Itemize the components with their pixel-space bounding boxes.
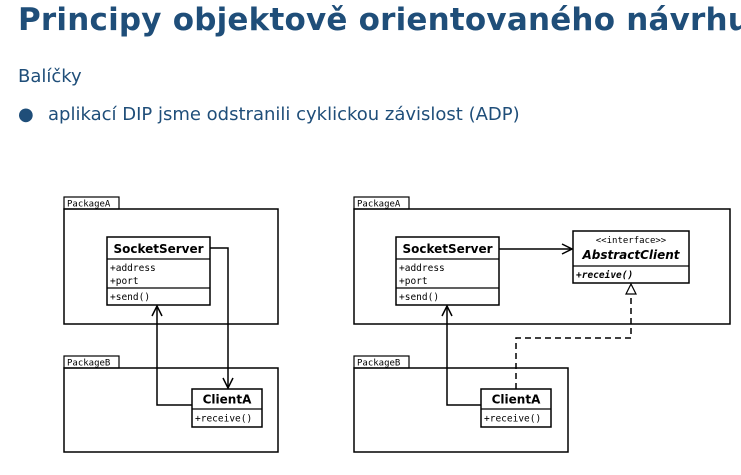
right-server-name: SocketServer [402,242,492,256]
right-package-b: PackageB [353,355,569,453]
page-title: Principy objektově orientovaného návrhu [18,2,741,38]
right-interface-stereotype: <<interface>> [596,236,667,246]
right-package-b-label: PackageB [357,359,400,369]
right-interface-name: AbstractClient [581,248,680,262]
left-client-to-server-arrow [157,306,192,406]
left-package-b-label: PackageB [67,359,110,369]
right-diagram: PackageA PackageB SocketServer +address … [353,196,731,453]
left-client-op-receive: +receive() [195,414,252,425]
right-server-attr-address: +address [399,263,445,274]
left-package-b: PackageB [63,355,279,453]
slide-subtitle: Balíčky [18,66,82,87]
left-diagram: PackageA PackageB SocketServer +address … [63,196,279,453]
right-abstract-client-interface: <<interface>> AbstractClient +receive() [572,230,690,284]
right-client-name: ClientA [492,393,541,407]
left-package-a-label: PackageA [67,200,111,210]
bullet-dot-icon: ● [18,104,34,125]
right-package-a: PackageA [353,196,731,325]
right-client-to-server-arrow [447,306,481,406]
left-package-a: PackageA [63,196,279,325]
left-server-name: SocketServer [113,242,203,256]
right-client-a-class: ClientA +receive() [480,388,552,428]
right-package-a-label: PackageA [357,200,401,210]
right-server-attr-port: +port [399,276,428,287]
right-realization-arrow [515,284,631,389]
left-client-a-class: ClientA +receive() [191,388,263,428]
right-interface-op-receive: +receive() [576,270,633,281]
left-server-attr-address: +address [110,263,156,274]
left-socket-server-class: SocketServer +address +port +send() [106,236,211,306]
left-server-op-send: +send() [110,292,150,303]
right-client-op-receive: +receive() [484,414,541,425]
right-socket-server-class: SocketServer +address +port +send() [395,236,500,306]
right-server-op-send: +send() [399,292,439,303]
left-client-name: ClientA [203,393,252,407]
left-server-attr-port: +port [110,276,139,287]
bullet-text: aplikací DIP jsme odstranili cyklickou z… [48,104,520,125]
left-server-to-client-arrow [210,247,228,388]
